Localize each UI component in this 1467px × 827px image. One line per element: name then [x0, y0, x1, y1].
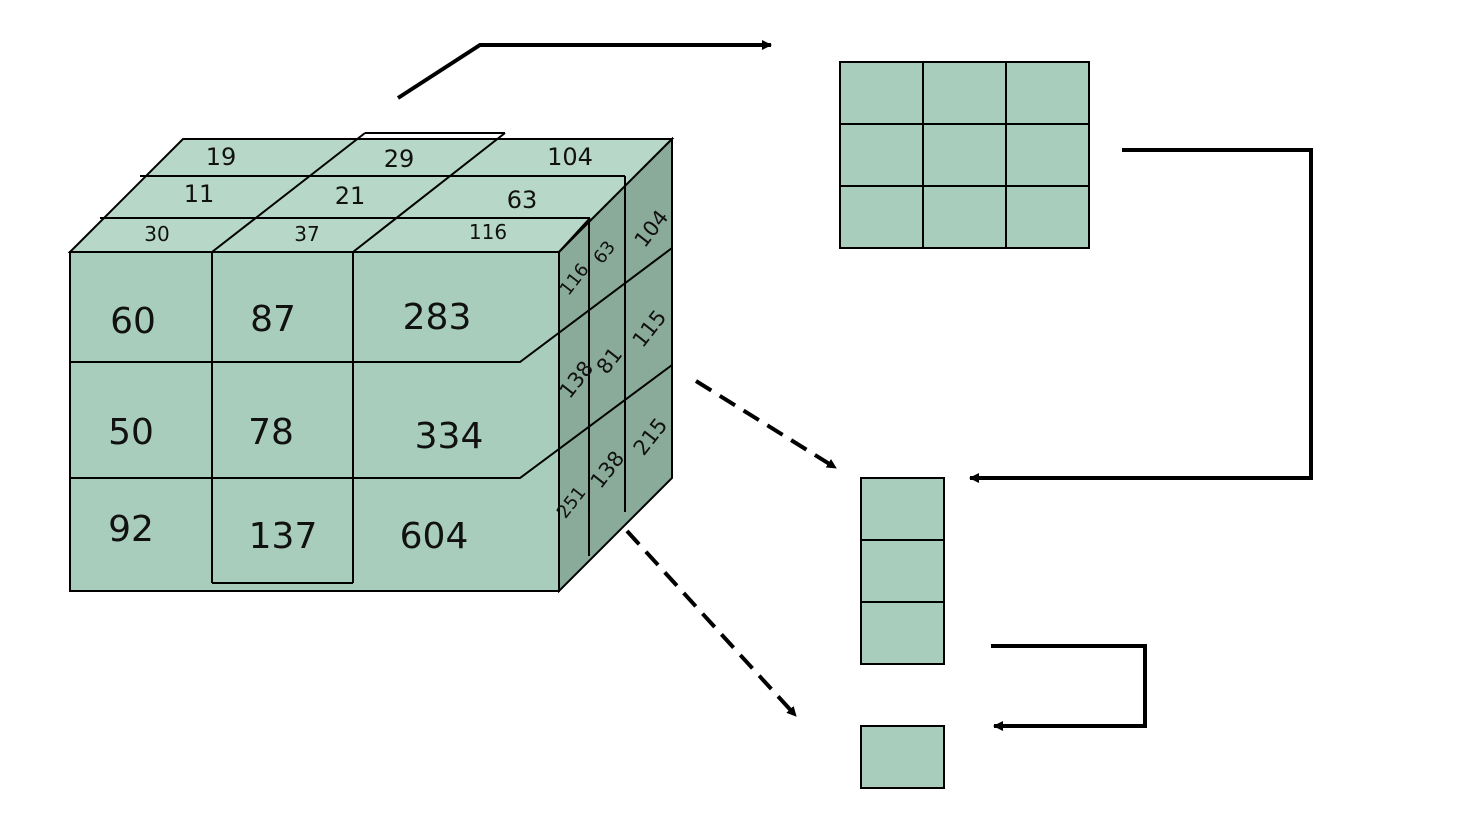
grid-3x3 [839, 61, 1090, 249]
data-cube: 60 87 283 50 78 334 92 137 604 19 29 104… [67, 132, 675, 594]
top-values: 19 29 104 11 21 63 30 37 116 [144, 143, 593, 246]
dashed-arrow-to-column [694, 379, 838, 470]
front-value: 78 [248, 412, 294, 453]
front-grid-lines [70, 247, 673, 584]
top-value: 104 [547, 143, 593, 171]
arrow-column-to-cell [991, 644, 1147, 731]
front-value: 92 [108, 509, 154, 550]
top-value: 37 [294, 222, 319, 246]
cube-front-face [69, 251, 560, 592]
arrows [396, 40, 1313, 731]
top-value: 21 [335, 182, 366, 210]
top-value: 11 [184, 180, 215, 208]
front-values: 60 87 283 50 78 334 92 137 604 [108, 297, 483, 557]
arrow-grid-to-column [969, 148, 1313, 483]
single-cell [860, 725, 945, 789]
side-grid-lines [558, 176, 626, 556]
arrow-cube-to-grid [396, 40, 772, 100]
column-3x1 [860, 477, 945, 665]
front-value: 604 [400, 516, 469, 557]
top-value: 29 [384, 145, 415, 173]
front-value: 60 [110, 301, 156, 342]
dashed-arrow-to-cell [625, 529, 798, 718]
top-value: 30 [144, 222, 169, 246]
front-value: 334 [415, 416, 484, 457]
front-value: 50 [108, 412, 154, 453]
top-value: 63 [507, 186, 538, 214]
top-value: 116 [469, 220, 507, 244]
top-value: 19 [206, 143, 237, 171]
front-value: 87 [250, 299, 296, 340]
front-value: 283 [403, 297, 472, 338]
top-grid-lines [100, 132, 625, 253]
front-value: 137 [249, 516, 318, 557]
